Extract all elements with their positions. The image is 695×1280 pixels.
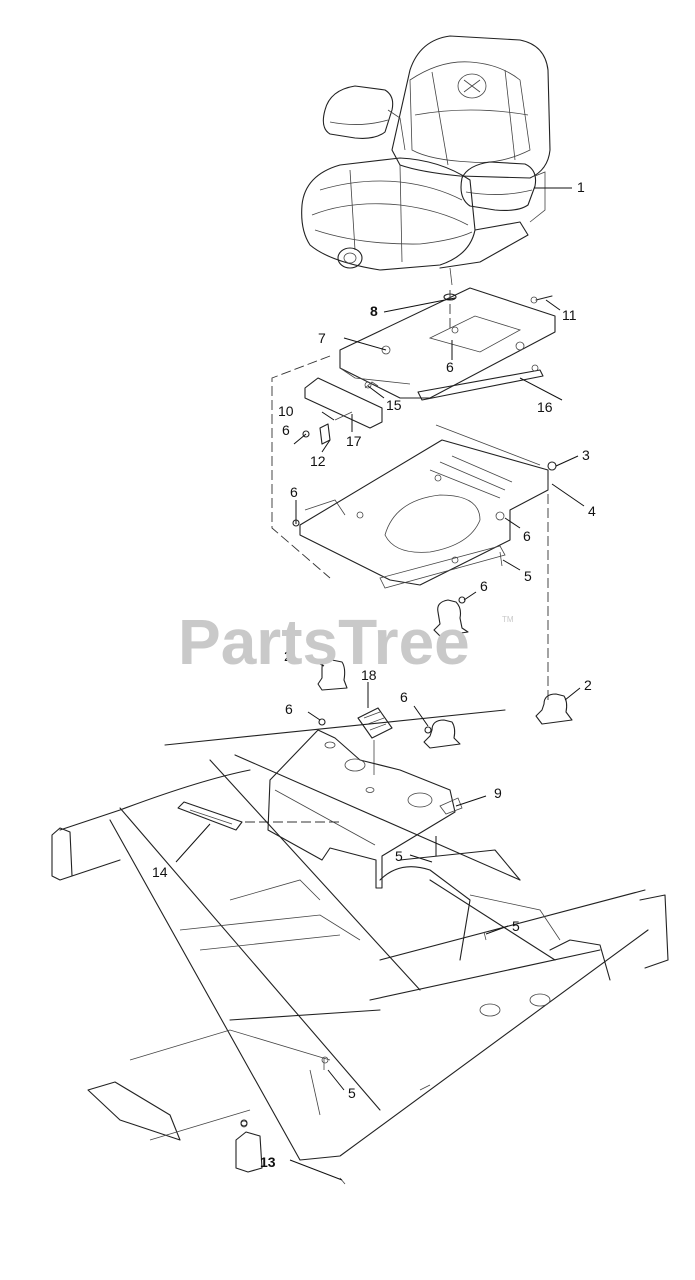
latch-pin[interactable] xyxy=(319,423,331,445)
nut[interactable] xyxy=(318,718,326,726)
callout-15: 15 xyxy=(386,397,402,413)
nut[interactable] xyxy=(240,1119,248,1127)
bolt[interactable] xyxy=(499,551,503,567)
callout-6: 6 xyxy=(480,578,488,594)
isolator-mount[interactable] xyxy=(317,659,348,691)
latch-spring[interactable] xyxy=(364,381,379,389)
callout-12: 12 xyxy=(310,453,326,469)
callout-11: 11 xyxy=(562,307,577,323)
bolt[interactable] xyxy=(483,931,487,941)
callout-7: 7 xyxy=(318,330,326,346)
callout-9: 9 xyxy=(494,785,502,801)
callout-13: 13 xyxy=(260,1154,276,1170)
mower-frame[interactable] xyxy=(51,709,669,1185)
callout-6: 6 xyxy=(282,422,290,438)
isolator-mount[interactable] xyxy=(433,599,469,637)
seat-base-plate[interactable] xyxy=(299,424,549,589)
callout-2: 2 xyxy=(584,677,592,693)
isolator-mount[interactable] xyxy=(535,693,573,725)
leader-lines xyxy=(175,187,585,1181)
latch-rod[interactable] xyxy=(334,411,353,421)
decal[interactable] xyxy=(357,707,393,739)
callout-6: 6 xyxy=(290,484,298,500)
latch-plate[interactable] xyxy=(304,377,383,429)
seat-pan[interactable] xyxy=(267,729,463,889)
nut[interactable] xyxy=(302,430,310,438)
nut[interactable] xyxy=(547,461,557,471)
callout-3: 3 xyxy=(582,447,590,463)
seat-assembly[interactable] xyxy=(301,35,551,286)
callout-6: 6 xyxy=(523,528,531,544)
callout-2: 2 xyxy=(284,648,292,664)
seat-slide-plate[interactable] xyxy=(339,287,556,399)
callout-16: 16 xyxy=(537,399,553,415)
watermark-trademark: TM xyxy=(502,615,514,624)
callout-18: 18 xyxy=(361,667,377,683)
bolt[interactable] xyxy=(530,295,553,304)
callout-6: 6 xyxy=(446,359,454,375)
callout-4: 4 xyxy=(588,503,596,519)
callout-10: 10 xyxy=(278,403,294,419)
callout-6: 6 xyxy=(400,689,408,705)
callout-8: 8 xyxy=(370,303,378,319)
callout-5: 5 xyxy=(524,568,532,584)
nut[interactable] xyxy=(458,596,466,604)
callout-5: 5 xyxy=(395,848,403,864)
callout-1: 1 xyxy=(577,179,585,195)
callout-5: 5 xyxy=(348,1085,356,1101)
callout-6: 6 xyxy=(285,701,293,717)
slide-rail[interactable] xyxy=(417,364,544,401)
logo-plate[interactable] xyxy=(177,801,243,831)
watermark: PartsTree xyxy=(178,606,470,678)
callout-17: 17 xyxy=(346,433,362,449)
isolator-mount[interactable] xyxy=(423,719,461,749)
callout-5: 5 xyxy=(512,918,520,934)
assembly-bracket-line xyxy=(271,355,331,579)
callout-14: 14 xyxy=(152,864,168,880)
nut[interactable] xyxy=(424,726,432,734)
